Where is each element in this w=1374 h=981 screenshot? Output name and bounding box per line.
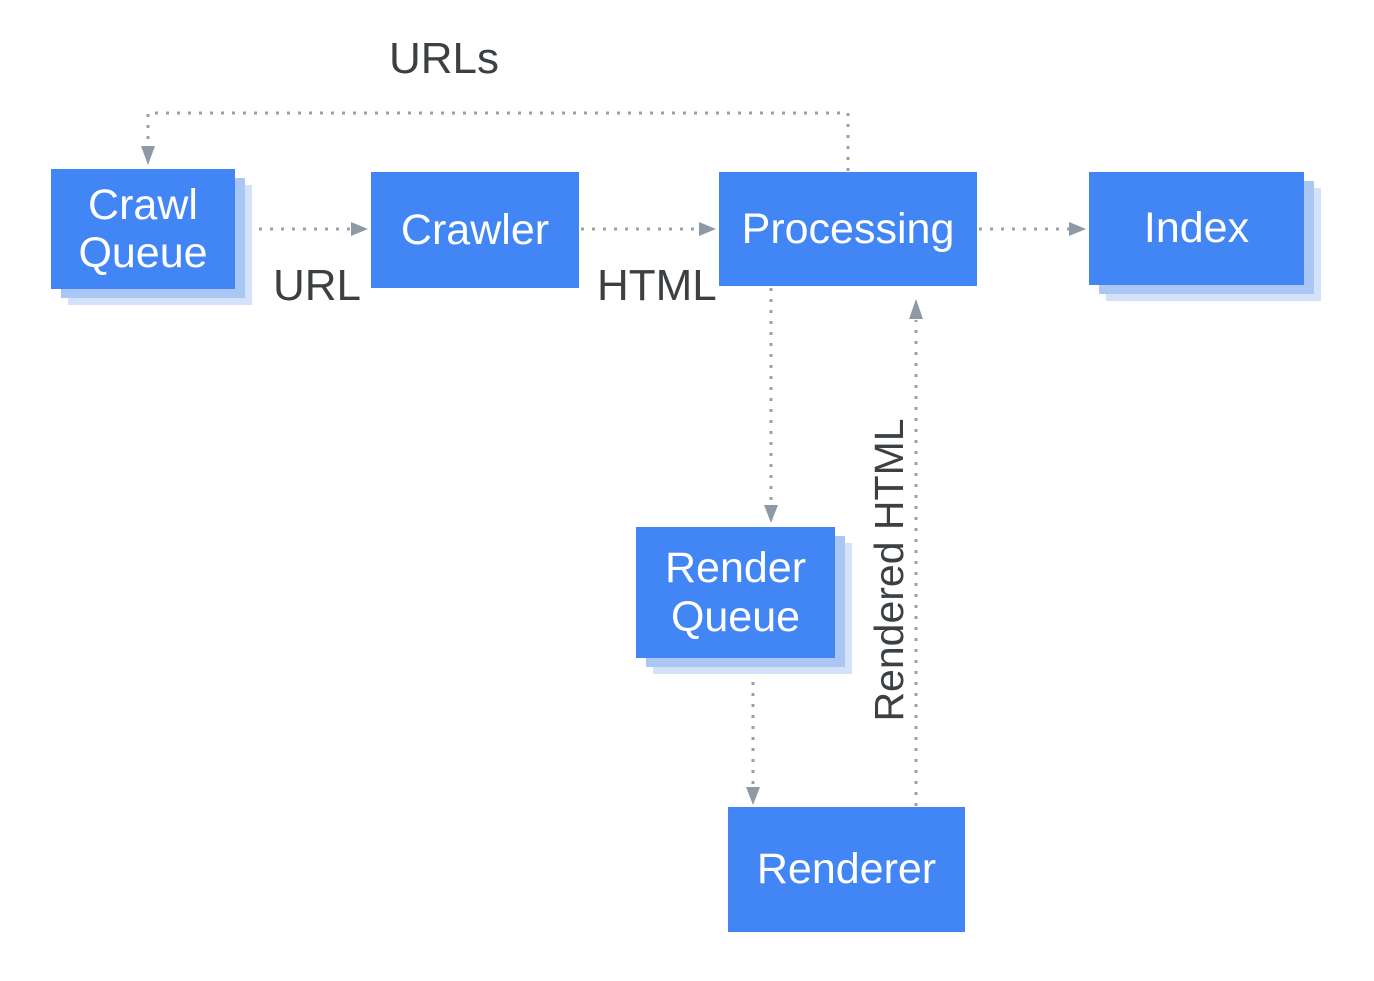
node-render-queue-label: Render Queue (664, 544, 807, 641)
edge-label-rendered-html: Rendered HTML (866, 418, 912, 722)
arrowhead-into-render-queue (764, 505, 778, 523)
node-index: Index (1089, 172, 1304, 285)
node-crawler: Crawler (371, 172, 579, 288)
arrowhead-into-processing-left (699, 222, 716, 236)
connector-processing-to-crawl-queue (146, 111, 850, 171)
arrowhead-into-processing-bottom (909, 299, 923, 319)
edge-label-url: URL (273, 261, 362, 310)
edge-label-html: HTML (597, 261, 717, 310)
node-crawl-queue-label: Crawl Queue (78, 180, 208, 277)
node-crawler-label: Crawler (400, 205, 550, 254)
node-renderer: Renderer (728, 807, 965, 932)
node-processing: Processing (719, 172, 977, 286)
node-render-queue: Render Queue (636, 527, 835, 658)
node-processing-label: Processing (741, 204, 955, 253)
node-renderer-label: Renderer (756, 845, 937, 894)
arrowhead-into-renderer (746, 787, 760, 805)
node-index-label: Index (1143, 204, 1250, 253)
edge-label-urls: URLs (389, 34, 500, 83)
arrowhead-into-index (1069, 222, 1086, 236)
node-crawl-queue: Crawl Queue (51, 169, 235, 289)
arrowhead-into-crawler (351, 222, 368, 236)
arrowhead-into-crawl-queue (141, 146, 155, 165)
